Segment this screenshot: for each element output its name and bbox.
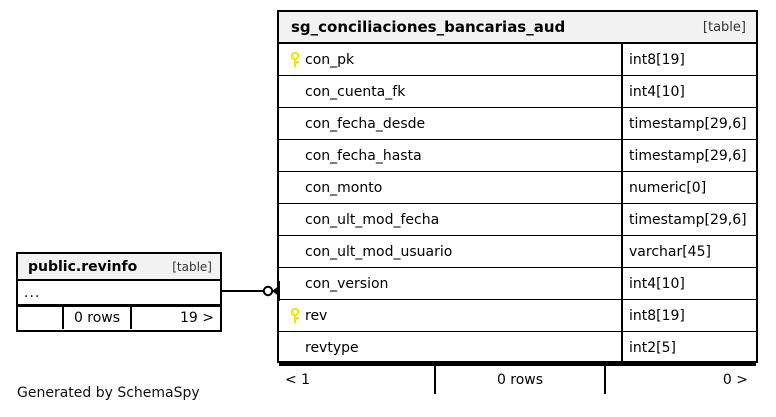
foreign-key-relationship-connector [220, 281, 280, 301]
prev-relations-button[interactable]: < 1 [285, 372, 311, 388]
table-footer: < 1 0 rows 0 > [279, 364, 756, 394]
column-label: con_monto [305, 179, 383, 196]
table-row[interactable]: con_fecha_desde timestamp[29,6] [279, 108, 756, 140]
table-header: public.revinfo [table] [18, 254, 220, 281]
optional-cardinality-circle [262, 285, 274, 297]
column-name-cell: con_version [279, 268, 621, 299]
row-count-label: 0 rows [62, 307, 130, 329]
table-row[interactable]: rev int8[19] [279, 300, 756, 332]
column-label: revtype [305, 339, 359, 356]
generated-by-label: Generated by SchemaSpy [17, 385, 200, 401]
column-type-cell: timestamp[29,6] [621, 204, 756, 235]
column-label: con_fecha_hasta [305, 147, 422, 164]
prev-relations-button[interactable] [18, 307, 62, 329]
column-name-cell: rev [279, 300, 621, 331]
table-footer: 0 rows 19 > [18, 305, 220, 329]
table-row[interactable]: con_cuenta_fk int4[10] [279, 76, 756, 108]
table-sg-conciliaciones-bancarias-aud[interactable]: sg_conciliaciones_bancarias_aud [table] … [277, 10, 758, 394]
column-type-cell: int8[19] [621, 300, 756, 331]
table-row[interactable]: con_pk int8[19] [279, 44, 756, 76]
column-name-cell: con_cuenta_fk [279, 76, 621, 107]
column-label: con_cuenta_fk [305, 83, 406, 100]
column-name-cell: con_ult_mod_fecha [279, 204, 621, 235]
column-type-cell: numeric[0] [621, 172, 756, 203]
column-name-cell: ... [24, 284, 41, 301]
table-row[interactable]: con_version int4[10] [279, 268, 756, 300]
table-row[interactable]: con_ult_mod_fecha timestamp[29,6] [279, 204, 756, 236]
column-label: con_pk [305, 51, 355, 68]
next-relations-button[interactable]: 0 > [604, 366, 756, 394]
next-relations-button[interactable]: 19 > [130, 307, 220, 329]
column-label: con_ult_mod_fecha [305, 211, 440, 228]
column-label: con_fecha_desde [305, 115, 426, 132]
column-name-cell: con_fecha_hasta [279, 140, 621, 171]
row-count-label: 0 rows [434, 366, 604, 394]
primary-key-icon [285, 51, 305, 68]
table-row[interactable]: con_ult_mod_usuario varchar[45] [279, 236, 756, 268]
primary-key-icon [285, 307, 305, 324]
column-label: rev [305, 307, 328, 324]
column-type-cell: timestamp[29,6] [621, 108, 756, 139]
column-name-cell: con_pk [279, 44, 621, 75]
column-name-cell: con_fecha_desde [279, 108, 621, 139]
table-row[interactable]: ... [18, 281, 220, 305]
table-header: sg_conciliaciones_bancarias_aud [table] [279, 12, 756, 44]
column-type-cell: int2[5] [621, 332, 756, 363]
table-row[interactable]: revtype int2[5] [279, 332, 756, 364]
table-type-badge: [table] [702, 19, 746, 35]
table-row[interactable]: con_monto numeric[0] [279, 172, 756, 204]
column-type-cell: int4[10] [621, 268, 756, 299]
column-label: con_ult_mod_usuario [305, 243, 453, 260]
column-name-cell: con_monto [279, 172, 621, 203]
table-title: public.revinfo [28, 258, 138, 275]
table-title: sg_conciliaciones_bancarias_aud [291, 18, 566, 36]
column-name-cell: revtype [279, 332, 621, 363]
column-type-cell: int8[19] [621, 44, 756, 75]
column-name-cell: con_ult_mod_usuario [279, 236, 621, 267]
table-public-revinfo[interactable]: public.revinfo [table] ... 0 rows 19 > [16, 252, 222, 332]
column-type-cell: timestamp[29,6] [621, 140, 756, 171]
column-type-cell: varchar[45] [621, 236, 756, 267]
table-type-badge: [table] [172, 259, 212, 274]
column-label: con_version [305, 275, 389, 292]
table-row[interactable]: con_fecha_hasta timestamp[29,6] [279, 140, 756, 172]
column-type-cell: int4[10] [621, 76, 756, 107]
